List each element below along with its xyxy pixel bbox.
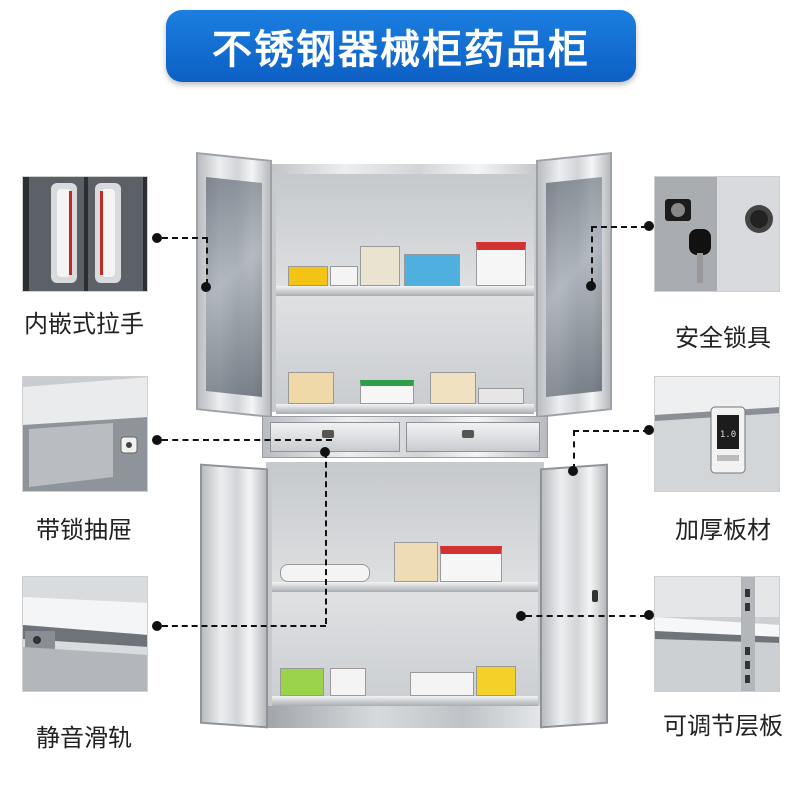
callout-line-slide-rail bbox=[162, 625, 326, 627]
callout-line-drawer bbox=[162, 439, 332, 441]
feature-label-locked-drawer: 带锁抽屉 bbox=[36, 516, 132, 544]
cabinet-illustration bbox=[196, 150, 612, 732]
callout-dot-lock bbox=[644, 221, 654, 231]
feature-label-silent-slide-rail: 静音滑轨 bbox=[36, 724, 132, 752]
adjustable-shelf-icon bbox=[654, 576, 780, 692]
silent-slide-rail-icon bbox=[22, 576, 148, 692]
callout-dot-shelf bbox=[644, 610, 654, 620]
security-lock-icon bbox=[654, 176, 780, 292]
callout-line-handle bbox=[162, 237, 208, 239]
feature-label-thick-plate: 加厚板材 bbox=[675, 516, 771, 544]
callout-line-plate bbox=[573, 430, 649, 432]
svg-text:1.0: 1.0 bbox=[720, 430, 736, 440]
callout-dot-slide-rail bbox=[152, 621, 162, 631]
callout-dot-drawer bbox=[152, 435, 162, 445]
thick-plate-icon: 1.0 bbox=[654, 376, 780, 492]
locked-drawer-icon bbox=[22, 376, 148, 492]
callout-dot-plate bbox=[644, 425, 654, 435]
feature-label-adjustable-shelf: 可调节层板 bbox=[663, 712, 783, 740]
page-title: 不锈钢器械柜药品柜 bbox=[212, 27, 590, 73]
callout-dot-handle bbox=[152, 233, 162, 243]
callout-line-shelf bbox=[526, 615, 646, 617]
feature-label-security-lock: 安全锁具 bbox=[675, 324, 771, 352]
title-banner: 不锈钢器械柜药品柜 bbox=[166, 10, 636, 82]
callout-line-lock bbox=[591, 226, 647, 228]
recessed-handle-icon bbox=[22, 176, 148, 292]
feature-label-recessed-handle: 内嵌式拉手 bbox=[24, 310, 144, 338]
